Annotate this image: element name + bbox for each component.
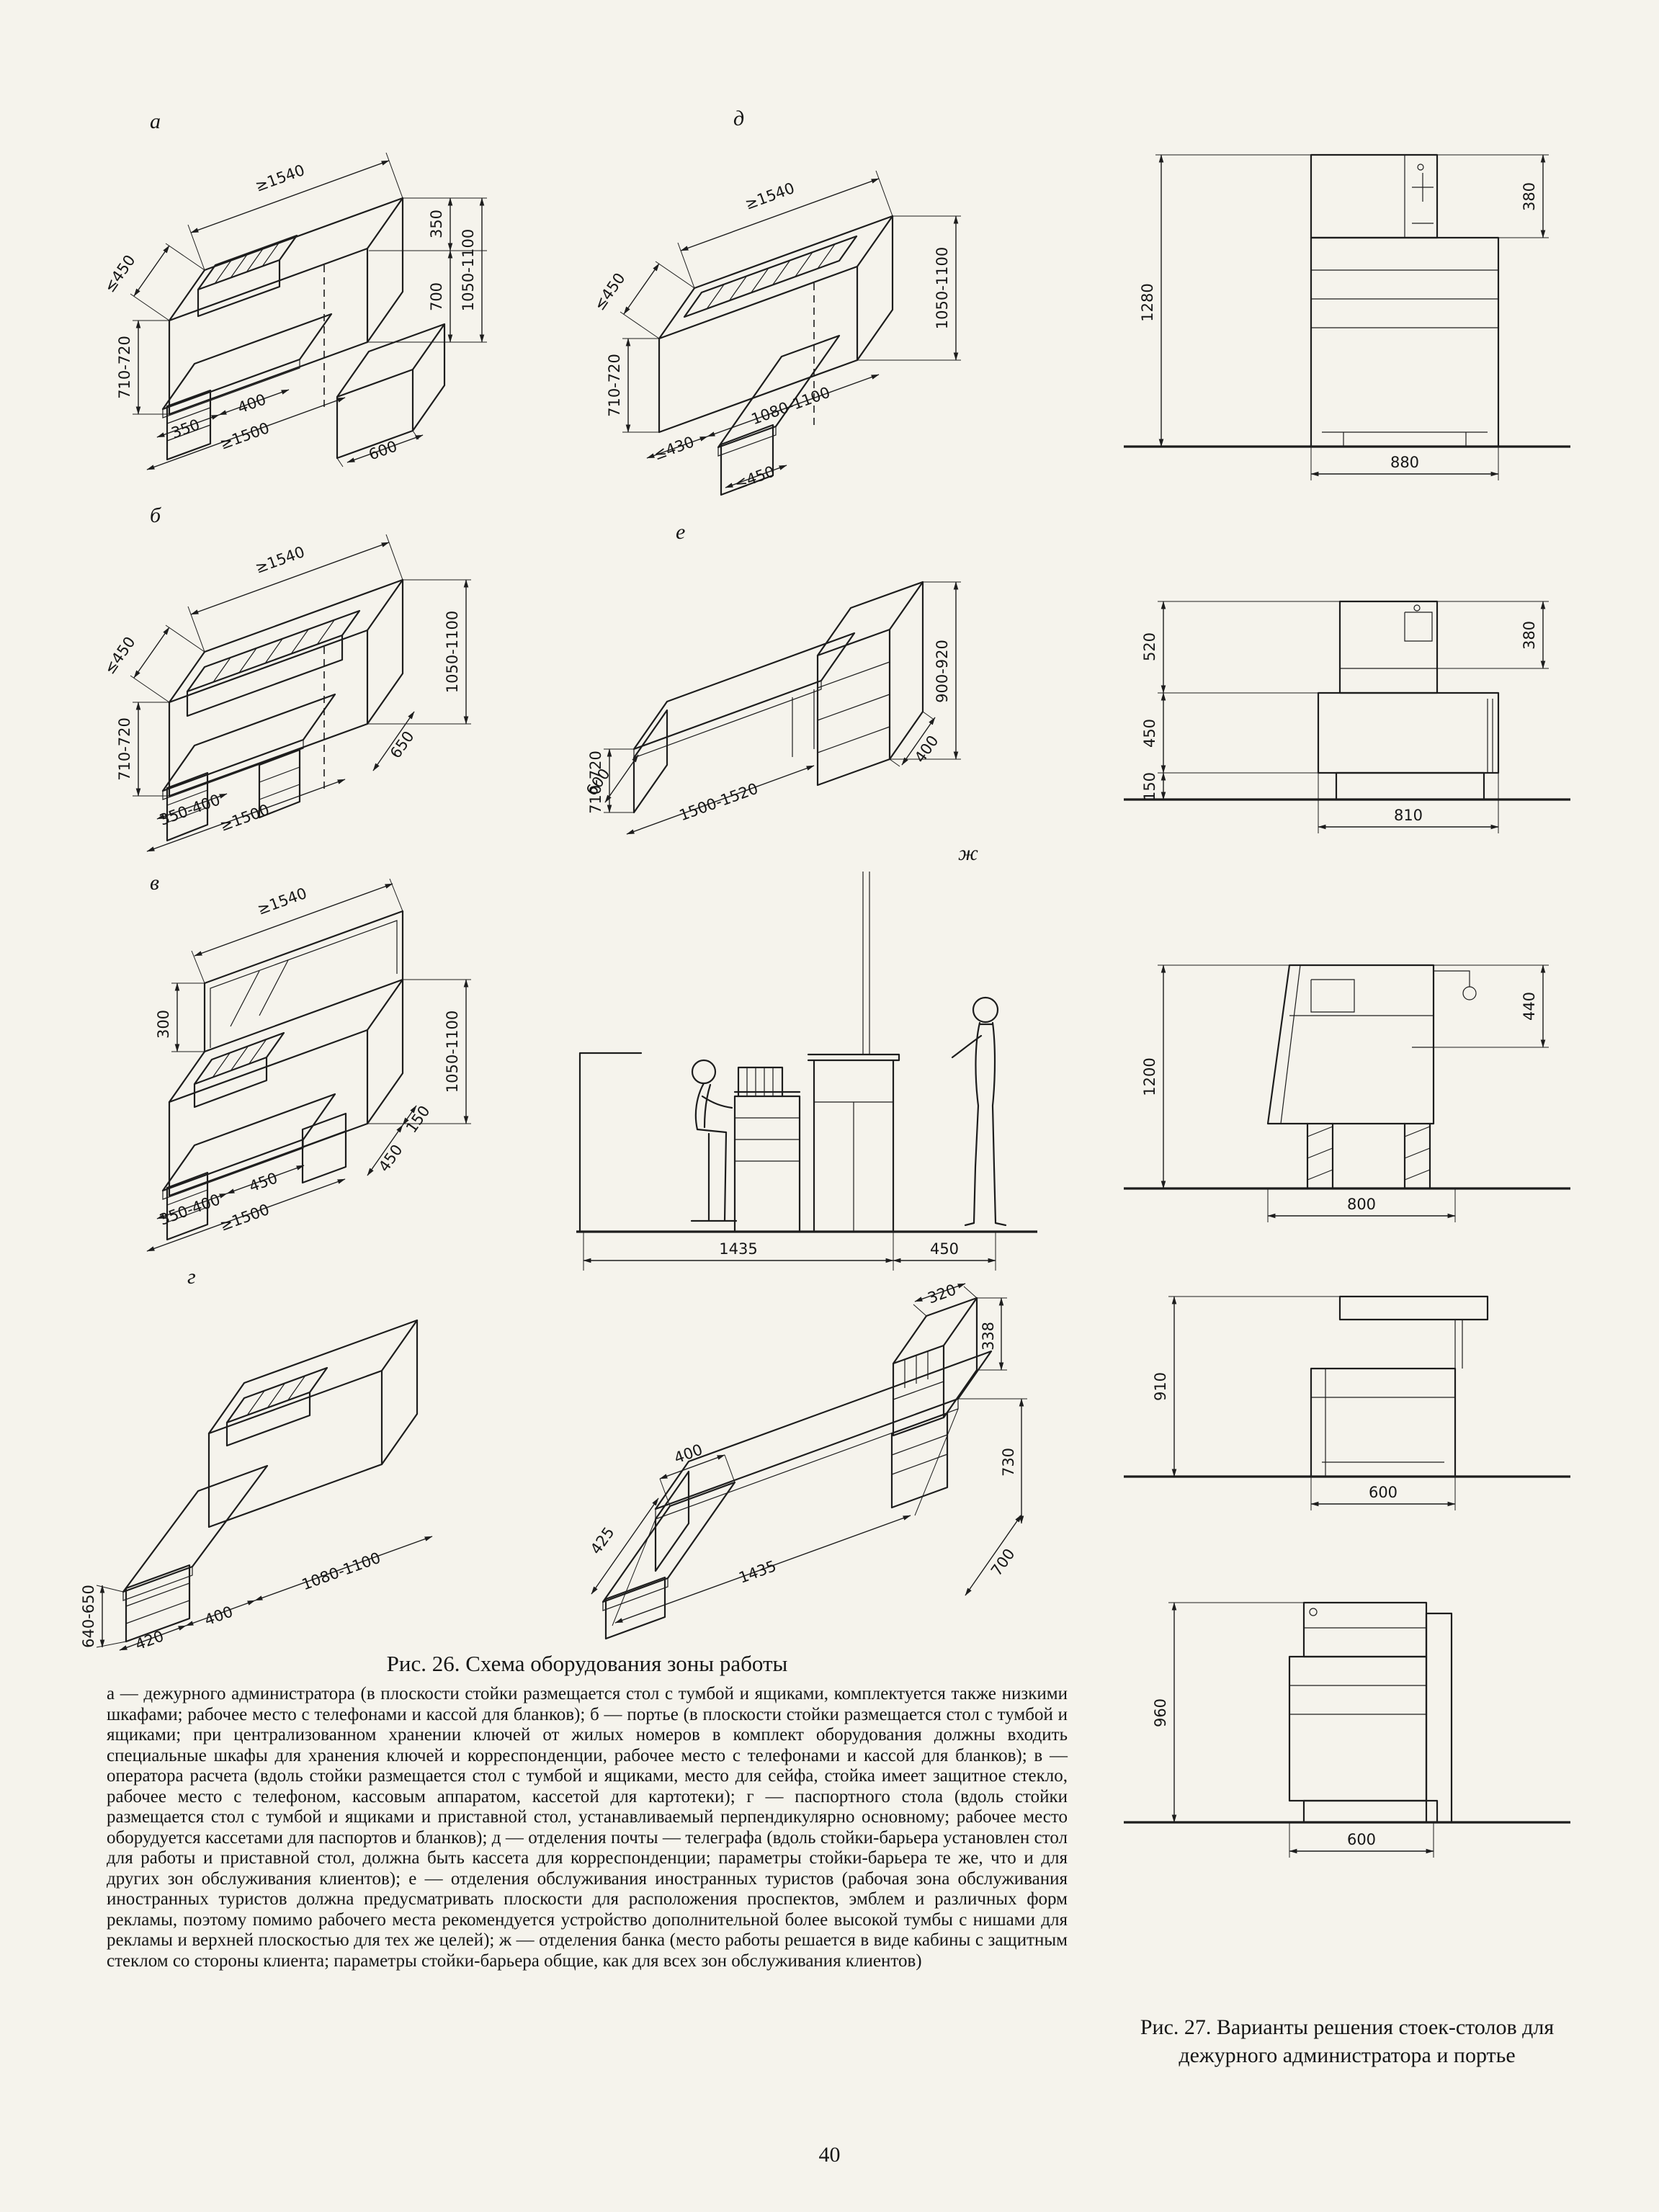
fig27-panel-1: 1280 380 880 [1124,153,1570,480]
drawing-label: г [187,1265,196,1289]
dim-label: 350 [428,210,445,238]
dim-label: ≤450 [732,462,777,493]
dim-label: 710-720 [606,354,623,417]
dim-label: ≥1500 [218,1201,272,1235]
dim-label: 700 [428,282,445,311]
fig26-drawing-e: е 710-720 900-920 400 600 1500-1520 [583,520,961,835]
dim-label: 400 [672,1441,705,1467]
dim-label: 710-720 [116,717,133,781]
dim-label: 1050-1100 [934,247,951,329]
dim-label: 400 [911,733,942,766]
dim-label: 300 [155,1010,172,1039]
drawing-label: е [676,520,685,544]
dim-label: 1050-1100 [444,611,461,693]
dim-label: 1200 [1141,1057,1158,1096]
dim-label: 320 [926,1281,959,1307]
fig26-drawing-zh: ж 1435 450 [576,841,1037,1271]
dim-label: 380 [1521,182,1538,211]
drawing-label: в [150,871,159,895]
fig26-drawing-v: в 300 ≥1540 1050-1100 350-400 ≥1500 450 … [146,871,471,1252]
dim-label: ≤450 [101,633,139,677]
drawing-label: а [150,109,161,133]
drawing-label: д [733,107,744,130]
dim-label: ≥1540 [255,885,309,918]
dim-label: 710-720 [116,336,133,399]
fig26-drawing-zh-iso: 400 425 1435 320 338 730 700 [587,1281,1027,1640]
dim-label: 338 [980,1322,997,1351]
dim-label: 600 [367,437,400,463]
drawing-label: б [150,503,161,527]
dim-label: 450 [930,1240,959,1258]
dim-label: 1050-1100 [460,229,477,311]
dim-label: 450 [247,1169,280,1195]
dim-label: 900-920 [934,640,951,703]
dim-label: ≥1500 [218,419,272,453]
dim-label: 1050-1100 [444,1011,461,1093]
page-number: 40 [818,2143,841,2167]
dim-label: 1435 [736,1557,778,1587]
dim-label: 700 [988,1546,1019,1580]
dim-label: 400 [236,390,269,416]
fig27-panel-4: 910 600 [1124,1295,1570,1510]
dim-label: 400 [202,1603,236,1629]
dim-label: 1080-1100 [749,384,833,429]
dim-label: 880 [1390,454,1419,471]
fig27-panel-2: 520 450 150 380 810 [1124,600,1570,833]
fig26-caption: Рис. 26. Схема оборудования зоны работы [386,1651,788,1676]
fig26-drawing-a: а ≤450 ≥1540 710-720 350 700 1050-1100 3… [101,109,487,470]
dim-label: 1280 [1139,283,1156,321]
dim-label: 910 [1152,1372,1169,1401]
dim-label: 710-720 [587,751,604,814]
dim-label: ≥1540 [253,543,307,577]
glass-screen [203,910,404,1053]
dim-label: ≤430 [651,433,696,463]
dim-label: 730 [1000,1448,1017,1477]
fig26-legend: а — дежурного администратора (в плоскост… [107,1684,1068,1971]
dim-label: 800 [1347,1196,1376,1213]
seated-person [690,1059,738,1222]
fig27-panel-3: 1200 440 800 [1124,964,1570,1222]
dim-label: 350 [169,416,202,442]
dim-label: 380 [1521,621,1538,650]
dim-label: 1500-1520 [677,780,761,825]
dim-label: 1080-1100 [300,1549,383,1594]
dim-label: 600 [1369,1484,1398,1501]
dim-label: 425 [587,1524,618,1558]
standing-person [951,996,1007,1227]
dim-label: ≤450 [101,251,139,295]
dim-label: 810 [1394,807,1423,824]
dim-label: ≥1540 [253,161,307,195]
dim-label: 450 [375,1142,406,1176]
dim-label: 960 [1152,1698,1169,1727]
fig26-drawing-d: д ≤450 ≥1540 710-720 1050-1100 ≤430 1080… [591,107,961,496]
dim-label: 450 [1141,719,1158,748]
dim-label: 520 [1141,632,1158,661]
dim-label: ≥1540 [743,179,797,213]
dim-label: ≥1500 [218,801,272,835]
dim-label: 600 [1347,1831,1376,1848]
dim-label: 440 [1521,992,1538,1021]
dim-label: 1435 [719,1240,757,1258]
drawing-label: ж [958,841,978,865]
dim-label: ≤450 [591,269,629,313]
dim-label: 650 [387,728,418,762]
dim-label: 150 [1141,772,1158,801]
fig26-drawing-g: г 640-650 420 400 1080-1100 [80,1265,433,1653]
dim-label: 420 [133,1627,166,1653]
dim-label: 150 [403,1103,434,1137]
fig26-drawing-b: б ≤450 ≥1540 710-720 1050-1100 350-400 ≥… [101,503,471,852]
dim-label: 640-650 [80,1585,97,1648]
fig27-panel-5: 960 600 [1124,1601,1570,1858]
fig27-caption: Рис. 27. Варианты решения стоек-столов д… [1140,2015,1555,2067]
